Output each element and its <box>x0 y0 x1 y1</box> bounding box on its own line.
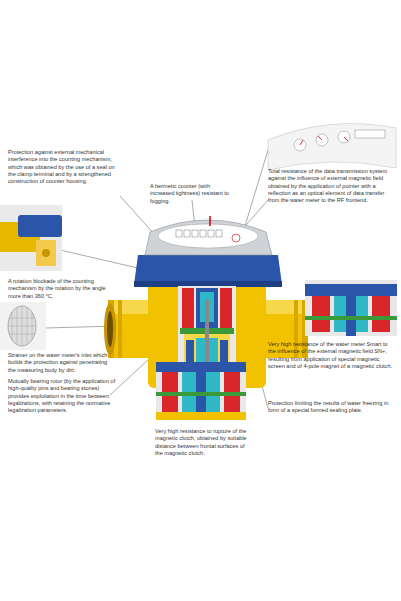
strainer-inset <box>0 302 46 350</box>
magnet-inset <box>305 280 397 336</box>
callout-text: Strainer on the water meter's inlet whic… <box>8 352 116 374</box>
callout-text: A rotation blockade of the counting mech… <box>8 278 113 300</box>
callout-text: Total resistance of the data transmissio… <box>268 168 396 204</box>
callout-text: Mutually bearing rotor (by the applicati… <box>8 378 122 414</box>
callout-text: A hermetic counter (with increased tight… <box>150 183 232 205</box>
callout-text: Protection limiting the results of water… <box>268 400 396 415</box>
clamp-inset <box>0 205 62 271</box>
callout-text: Very high resistance to rupture of the m… <box>155 428 253 457</box>
callout-text: Protection against external mechanical i… <box>8 149 120 185</box>
callout-text: Very high resistance of the water meter … <box>268 341 396 370</box>
dial-inset <box>268 124 396 170</box>
clutch-inset <box>156 362 246 420</box>
